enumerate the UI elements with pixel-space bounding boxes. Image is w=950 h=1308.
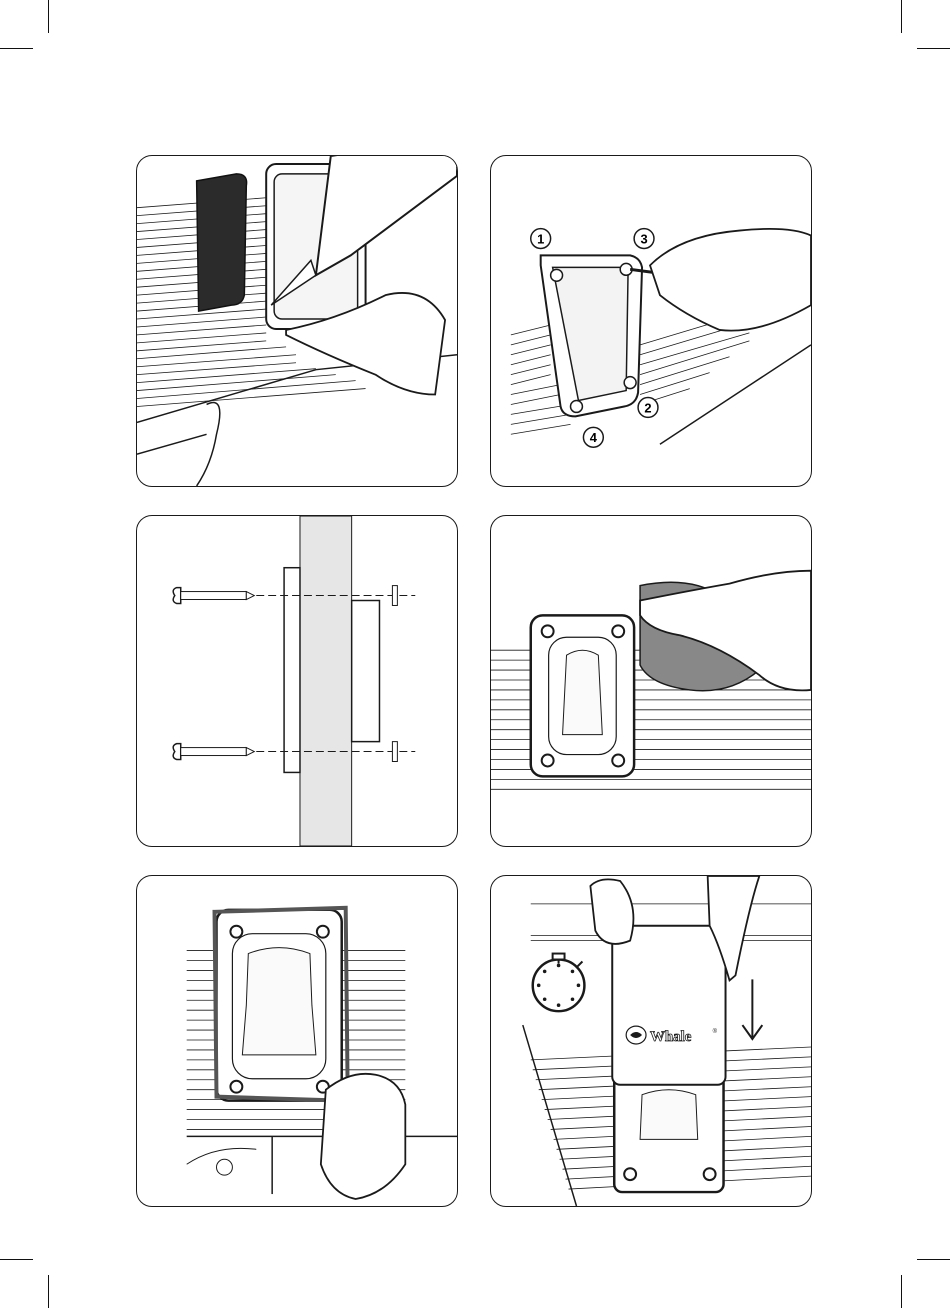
step-panel-fit-cover: Whale ® [490,875,812,1207]
remove-tape-illustration [137,876,457,1206]
crop-mark [901,0,902,33]
crop-mark [48,1275,49,1308]
flange-section [284,568,300,773]
cover-plate [612,926,725,1085]
crop-mark [917,48,950,49]
hand-icon [650,229,811,331]
housing-section [352,601,380,742]
sealant-illustration [137,156,457,486]
down-arrow-icon [742,979,762,1039]
svg-text:Whale: Whale [650,1029,692,1045]
svg-text:3: 3 [640,231,647,246]
crop-mark [917,1259,950,1260]
wipe-illustration [491,516,811,846]
svg-text:1: 1 [537,231,544,246]
callout-3: 3 [634,229,654,249]
step-panel-sealant [136,155,458,487]
crop-mark [0,48,33,49]
cross-section-illustration [137,516,457,846]
step-panel-wipe [490,515,812,847]
svg-text:4: 4 [590,430,598,445]
svg-text:®: ® [713,1028,718,1035]
callout-1: 1 [531,229,551,249]
crop-mark [0,1259,33,1260]
hands-icon [590,879,633,944]
crop-mark [901,1275,902,1308]
screw-icon [173,744,254,760]
step-panel-cross-section [136,515,458,847]
screw-icon [173,588,254,604]
wall-cutout [197,174,247,311]
step-panel-tighten-sequence: 1 3 2 4 [490,155,812,487]
callout-2: 2 [638,398,658,418]
fit-cover-illustration: Whale ® [491,876,811,1206]
callout-4: 4 [583,427,603,447]
stopwatch-icon [533,954,585,1012]
wall-section-icon [300,516,352,846]
hand-icon [321,1074,405,1199]
tighten-illustration: 1 3 2 4 [491,156,811,486]
crop-mark [48,0,49,33]
sealant-gun-icon [316,156,457,275]
svg-text:2: 2 [644,400,651,415]
step-panel-remove-tape [136,875,458,1207]
